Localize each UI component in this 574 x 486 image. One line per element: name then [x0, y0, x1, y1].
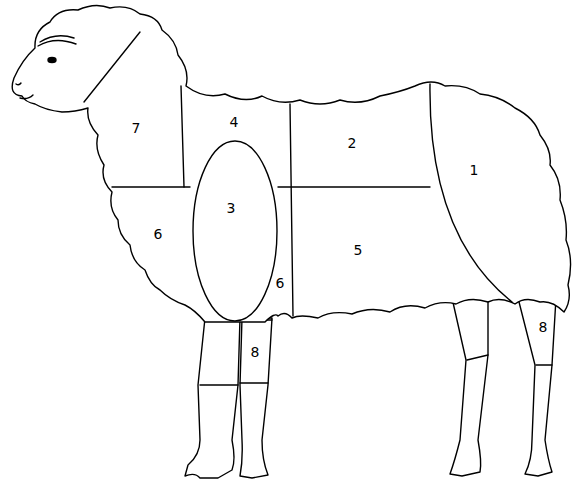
callout-number: 6 — [274, 275, 287, 291]
callout-number: 7 — [130, 120, 143, 136]
front-leg — [185, 318, 240, 478]
sheep-outline — [12, 5, 570, 322]
hind-leg — [450, 298, 488, 476]
cut-line — [181, 86, 184, 187]
callout-number: 3 — [225, 200, 238, 216]
callout-number: 5 — [352, 242, 365, 258]
callout-number: 6 — [152, 226, 165, 242]
nostril — [16, 83, 21, 85]
eye — [48, 58, 56, 63]
callout-number: 1 — [468, 162, 481, 178]
callout-number: 8 — [249, 344, 262, 360]
leg-division — [200, 320, 552, 385]
mouth — [20, 95, 33, 99]
callout-number: 2 — [346, 135, 359, 151]
front-leg — [240, 318, 272, 478]
cut-line — [290, 104, 293, 316]
cut-line — [430, 84, 512, 302]
cut-line — [84, 32, 140, 102]
hind-leg — [518, 298, 556, 476]
callout-number: 4 — [228, 114, 241, 130]
brow — [38, 36, 76, 46]
callout-number: 8 — [537, 319, 550, 335]
cut-line — [193, 141, 277, 321]
